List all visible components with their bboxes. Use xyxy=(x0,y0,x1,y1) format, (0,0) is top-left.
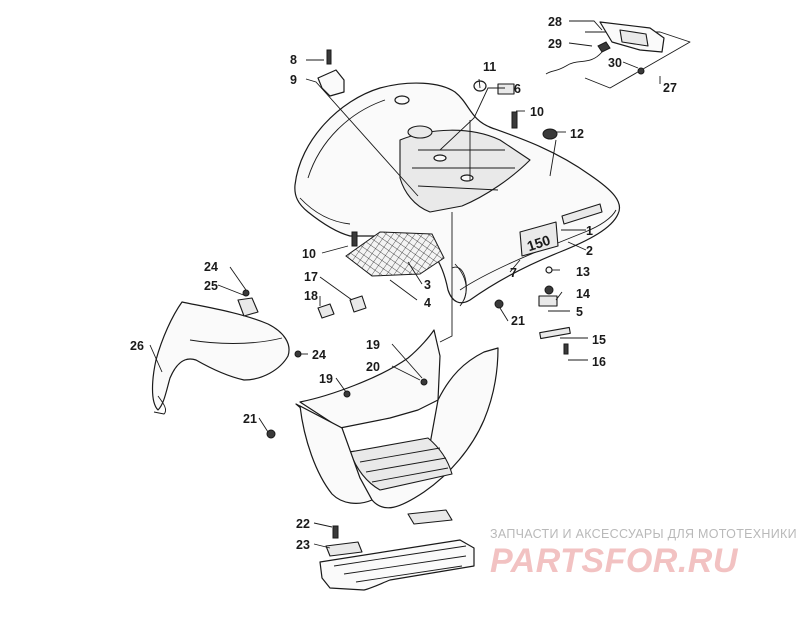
footwell-floor xyxy=(349,437,453,491)
splash-guard-panel xyxy=(151,301,290,411)
storage-box-liner xyxy=(345,231,445,277)
left-footwell xyxy=(266,329,499,509)
callout-19-upper: 19 xyxy=(366,338,380,352)
rack-bracket-right xyxy=(407,509,453,525)
washer-13 xyxy=(545,266,553,274)
fender-right-rim xyxy=(459,209,617,291)
callout-30: 30 xyxy=(608,56,622,70)
nut-14 xyxy=(544,285,554,295)
screw-16 xyxy=(563,343,569,355)
callout-4: 4 xyxy=(424,296,431,310)
footwell-front-face xyxy=(299,405,373,504)
reflector-15 xyxy=(539,326,571,340)
callout-26: 26 xyxy=(130,339,144,353)
rack-frame xyxy=(319,539,475,591)
leader-lines xyxy=(149,20,661,549)
fender-deck-ribs xyxy=(412,149,515,191)
splash-guard-mount xyxy=(237,297,259,317)
callout-14: 14 xyxy=(576,287,590,301)
clip-17 xyxy=(349,295,367,313)
taillight-harness xyxy=(545,51,603,75)
fender-decal-150 xyxy=(519,221,559,257)
fender-left-rim xyxy=(299,99,386,225)
callout-27: 27 xyxy=(663,81,677,95)
callout-3: 3 xyxy=(424,278,431,292)
bolt-8 xyxy=(326,49,332,65)
bolt-10-lower xyxy=(351,231,358,247)
push-rivet-21-fender xyxy=(494,299,504,309)
callout-24-side: 24 xyxy=(312,348,326,362)
splash-guard-fold xyxy=(189,337,283,344)
fender-trim-strip xyxy=(561,203,603,225)
rear-rack xyxy=(319,509,475,591)
watermark-logo: PARTSFOR.RU xyxy=(490,542,739,580)
taillight-screw xyxy=(637,67,645,75)
splash-guard-lip xyxy=(153,395,167,415)
left-splash-guard xyxy=(151,289,302,415)
callout-2: 2 xyxy=(586,244,593,258)
callout-23: 23 xyxy=(296,538,310,552)
fender-boss-left xyxy=(394,95,410,105)
callout-24-top: 24 xyxy=(204,260,218,274)
rubber-bumper-12 xyxy=(542,128,558,140)
callout-15: 15 xyxy=(592,333,606,347)
callout-7: 7 xyxy=(510,266,517,280)
taillight-assembly xyxy=(545,21,691,89)
taillight-lens xyxy=(619,29,649,47)
fender-badge-text: 150 xyxy=(525,232,552,255)
callout-11: 11 xyxy=(483,60,496,74)
bolt-10-upper xyxy=(511,111,518,129)
fender-mount-hole-b xyxy=(460,174,474,182)
callout-9: 9 xyxy=(290,73,297,87)
fender-mount-hole-a xyxy=(433,154,447,162)
callout-21-footwell: 21 xyxy=(243,412,257,426)
footwell-inner-wall xyxy=(299,329,441,429)
callout-12: 12 xyxy=(570,127,584,141)
label-5 xyxy=(538,295,558,307)
rack-bracket-left xyxy=(325,541,363,557)
callout-19-lower: 19 xyxy=(319,372,333,386)
screw-19-lower xyxy=(343,390,351,398)
callout-5: 5 xyxy=(576,305,583,319)
clip-18 xyxy=(317,303,335,319)
bolt-22 xyxy=(332,525,339,539)
watermark: ЗАПЧАСТИ И АКСЕССУАРЫ ДЛЯ МОТОТЕХНИКИ PA… xyxy=(490,527,797,580)
callout-21-fender: 21 xyxy=(511,314,525,328)
callout-8: 8 xyxy=(290,53,297,67)
push-rivet-21-footwell xyxy=(266,429,276,439)
callout-17: 17 xyxy=(304,270,318,284)
rear-fender: 150 xyxy=(294,80,621,355)
callout-6: 6 xyxy=(514,82,521,96)
footwell-floor-treads xyxy=(359,447,449,483)
callout-28: 28 xyxy=(548,15,562,29)
bracket-9 xyxy=(317,69,345,97)
callout-29: 29 xyxy=(548,37,562,51)
warning-label-6 xyxy=(497,83,515,95)
fender-cargo-deck xyxy=(399,129,531,213)
callout-13: 13 xyxy=(576,265,590,279)
fender-grab-slot xyxy=(407,125,433,139)
fender-brackets xyxy=(317,49,367,319)
callout-10-lower: 10 xyxy=(302,247,316,261)
callout-20: 20 xyxy=(366,360,380,374)
callout-16: 16 xyxy=(592,355,606,369)
callout-18: 18 xyxy=(304,289,318,303)
callout-10-upper: 10 xyxy=(530,105,544,119)
screw-19-upper xyxy=(420,378,428,386)
callout-numbers: 28 29 30 27 8 9 11 6 10 12 1 2 10 3 4 7 … xyxy=(130,15,677,552)
taillight-socket xyxy=(597,41,611,53)
callout-25: 25 xyxy=(204,279,218,293)
callout-1: 1 xyxy=(586,224,593,238)
watermark-tagline: ЗАПЧАСТИ И АКСЕССУАРЫ ДЛЯ МОТОТЕХНИКИ xyxy=(490,527,797,541)
rack-crossbars xyxy=(333,545,467,583)
callout-22: 22 xyxy=(296,517,310,531)
